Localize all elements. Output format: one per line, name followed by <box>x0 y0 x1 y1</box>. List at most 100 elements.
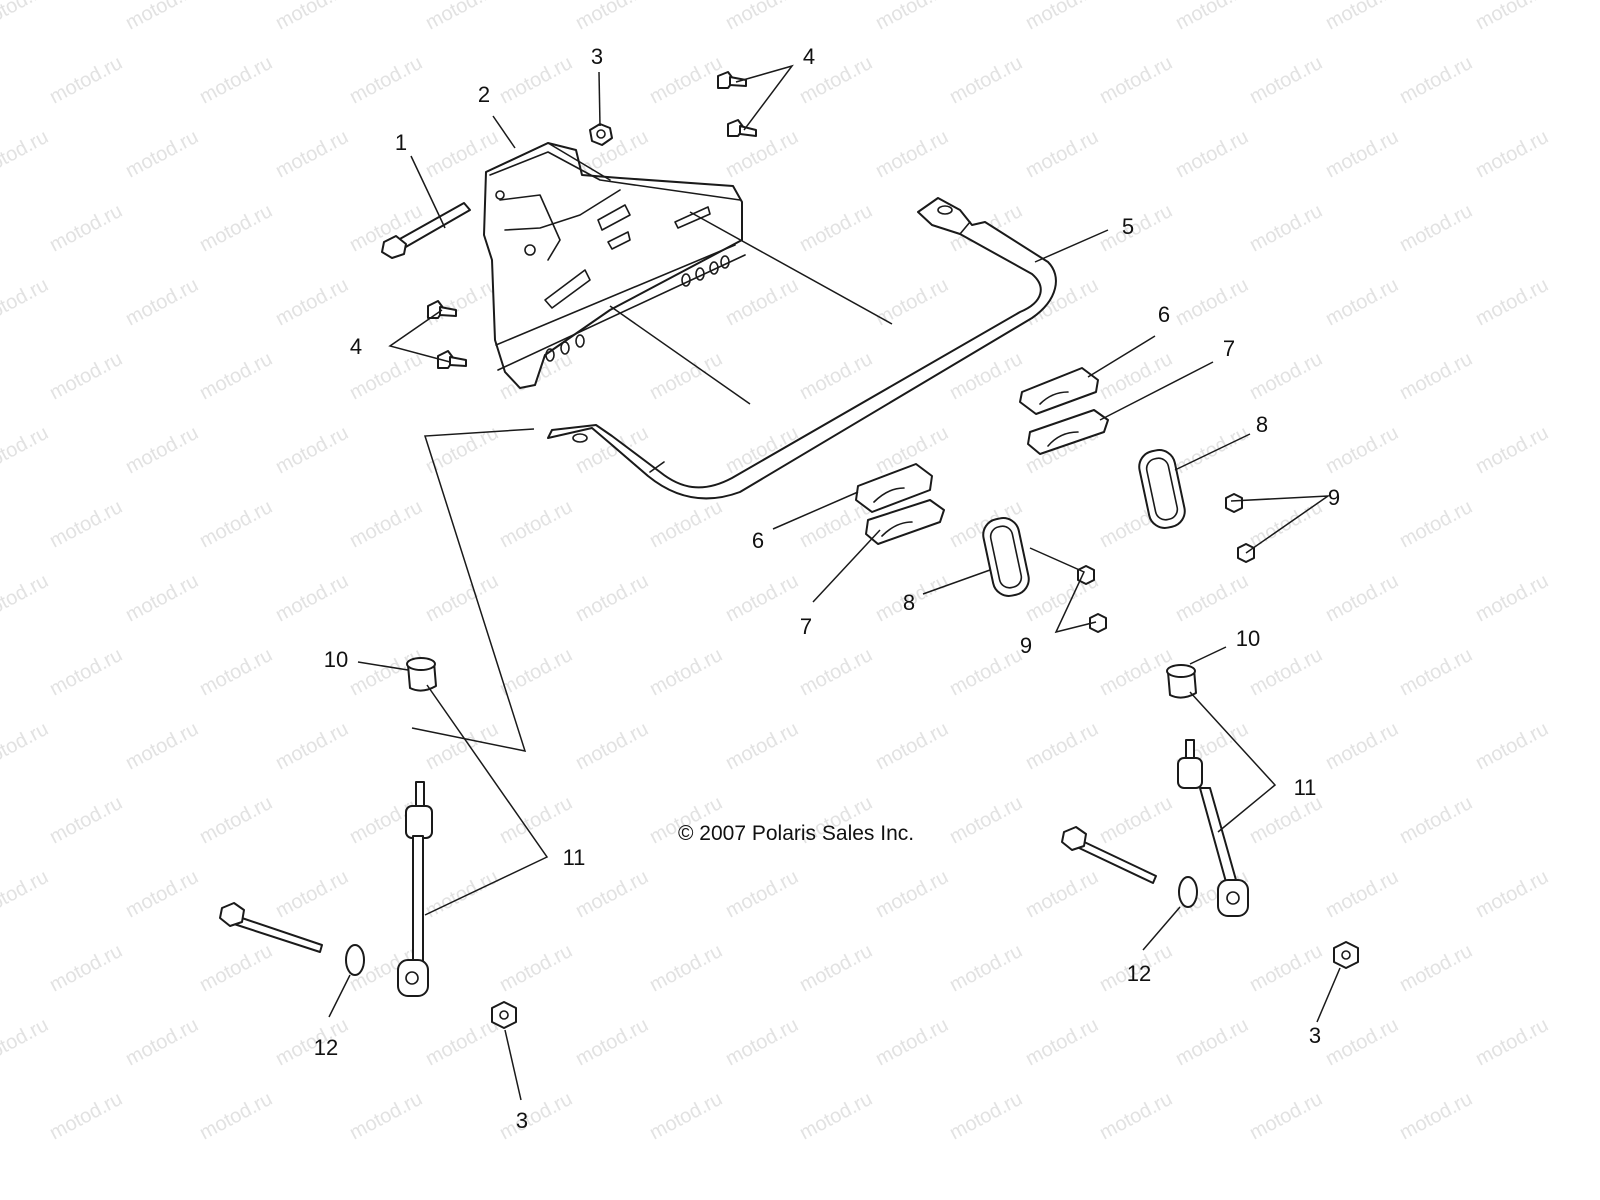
watermark-text: motod.ru <box>1172 570 1252 626</box>
watermark-text: motod.ru <box>346 1088 426 1144</box>
watermark-text: motod.ru <box>1246 940 1326 996</box>
watermark-text: motod.ru <box>1172 0 1252 34</box>
watermark-text: motod.ru <box>46 348 126 404</box>
watermark-text: motod.ru <box>646 1088 726 1144</box>
watermark-text: motod.ru <box>272 718 352 774</box>
watermark-text: motod.ru <box>1246 200 1326 256</box>
watermark-text: motod.ru <box>1396 200 1476 256</box>
watermark-text: motod.ru <box>1172 1014 1252 1070</box>
callout-2: 2 <box>478 82 490 107</box>
watermark-text: motod.ru <box>422 718 502 774</box>
watermark-text: motod.ru <box>1472 422 1552 478</box>
watermark-text: motod.ru <box>872 0 952 34</box>
watermark-text: motod.ru <box>1096 52 1176 108</box>
watermark-text: motod.ru <box>1022 1014 1102 1070</box>
watermark-text: motod.ru <box>272 570 352 626</box>
part-plate-left <box>982 517 1030 597</box>
watermark-text: motod.ru <box>1396 1088 1476 1144</box>
watermark-text: motod.ru <box>422 0 502 34</box>
watermark-text: motod.ru <box>0 274 52 330</box>
watermark-text: motod.ru <box>46 1088 126 1144</box>
callout-labels: 1 2 3 3 3 4 4 5 6 6 7 7 8 8 9 9 10 10 11… <box>314 44 1340 1133</box>
watermark-text: motod.ru <box>572 1014 652 1070</box>
part-bolt-long-lower-left <box>219 902 323 953</box>
watermark-text: motod.ru <box>1472 274 1552 330</box>
watermark-text: motod.ru <box>0 718 52 774</box>
watermark-text: motod.ru <box>496 1088 576 1144</box>
part-nut-lower-left <box>491 1001 517 1029</box>
watermark-text: motod.ru <box>946 52 1026 108</box>
watermark-text: motod.ru <box>722 570 802 626</box>
callout-3-lower-right: 3 <box>1309 1023 1321 1048</box>
part-clamp-lower-left <box>865 499 945 545</box>
watermark-text: motod.ru <box>122 718 202 774</box>
callout-3-top: 3 <box>591 44 603 69</box>
watermark-text: motod.ru <box>1096 644 1176 700</box>
watermark-text: motod.ru <box>46 200 126 256</box>
callout-6-left: 6 <box>752 528 764 553</box>
callout-9-right: 9 <box>1328 485 1340 510</box>
watermark-text: motod.ru <box>872 126 952 182</box>
watermark-text: motod.ru <box>872 1014 952 1070</box>
watermark-text: motod.ru <box>122 0 202 34</box>
watermark-text: motod.ru <box>1096 792 1176 848</box>
watermark-text: motod.ru <box>272 126 352 182</box>
callout-3-lower-left: 3 <box>516 1108 528 1133</box>
watermark-text: motod.ru <box>122 1014 202 1070</box>
watermark-text: motod.ru <box>872 274 952 330</box>
part-washer-right <box>1178 876 1198 908</box>
watermark-text: motod.ru <box>46 792 126 848</box>
callout-4-left: 4 <box>350 334 362 359</box>
callout-12-left: 12 <box>314 1035 338 1060</box>
watermark-text: motod.ru <box>1472 718 1552 774</box>
callout-12-right: 12 <box>1127 961 1151 986</box>
watermark-text: motod.ru <box>0 1014 52 1070</box>
watermark-text: motod.ru <box>1322 422 1402 478</box>
watermark-text: motod.ru <box>496 940 576 996</box>
watermark-text: motod.ru <box>1322 1014 1402 1070</box>
callout-9-left: 9 <box>1020 633 1032 658</box>
watermark-text: motod.ru <box>422 1014 502 1070</box>
watermark-text: motod.ru <box>946 1088 1026 1144</box>
watermark-text: motod.ru <box>1396 792 1476 848</box>
watermark-text: motod.ru <box>422 570 502 626</box>
watermark-text: motod.ru <box>1022 718 1102 774</box>
watermark-text: motod.ru <box>646 644 726 700</box>
watermark-text: motod.ru <box>572 866 652 922</box>
watermark-text: motod.ru <box>122 866 202 922</box>
part-bolt-short-left-2 <box>437 350 467 369</box>
callout-8-left: 8 <box>903 590 915 615</box>
callout-10-right: 10 <box>1236 626 1260 651</box>
part-grommet-right <box>1166 664 1197 699</box>
watermark-text: motod.ru <box>646 496 726 552</box>
watermark-text: motod.ru <box>46 496 126 552</box>
callout-1: 1 <box>395 130 407 155</box>
part-clamp-upper-right <box>1027 409 1109 455</box>
watermark-text: motod.ru <box>0 422 52 478</box>
part-nut-small-4 <box>1089 613 1107 633</box>
watermark-text: motod.ru <box>0 126 52 182</box>
watermark-text: motod.ru <box>796 200 876 256</box>
watermark-text: motod.ru <box>796 940 876 996</box>
watermark-text: motod.ru <box>872 718 952 774</box>
watermark-text: motod.ru <box>946 940 1026 996</box>
part-link-left <box>397 781 433 997</box>
watermark-text: motod.ru <box>1472 0 1552 34</box>
part-nut-small-1 <box>1225 493 1243 513</box>
callout-11-right: 11 <box>1294 775 1317 800</box>
watermark-text: motod.ru <box>646 348 726 404</box>
watermark-text: motod.ru <box>1472 1014 1552 1070</box>
watermark-text: motod.ru <box>722 866 802 922</box>
watermark-text: motod.ru <box>496 496 576 552</box>
part-bolt-long-upper <box>381 202 471 259</box>
watermark-text: motod.ru <box>1246 348 1326 404</box>
watermark-text: motod.ru <box>796 348 876 404</box>
watermark-text: motod.ru <box>646 940 726 996</box>
watermark-text: motod.ru <box>272 1014 352 1070</box>
watermark-text: motod.ru <box>1322 570 1402 626</box>
watermark-text: motod.ru <box>1172 422 1252 478</box>
watermark-text: motod.ru <box>1322 126 1402 182</box>
watermark-text: motod.ru <box>196 200 276 256</box>
